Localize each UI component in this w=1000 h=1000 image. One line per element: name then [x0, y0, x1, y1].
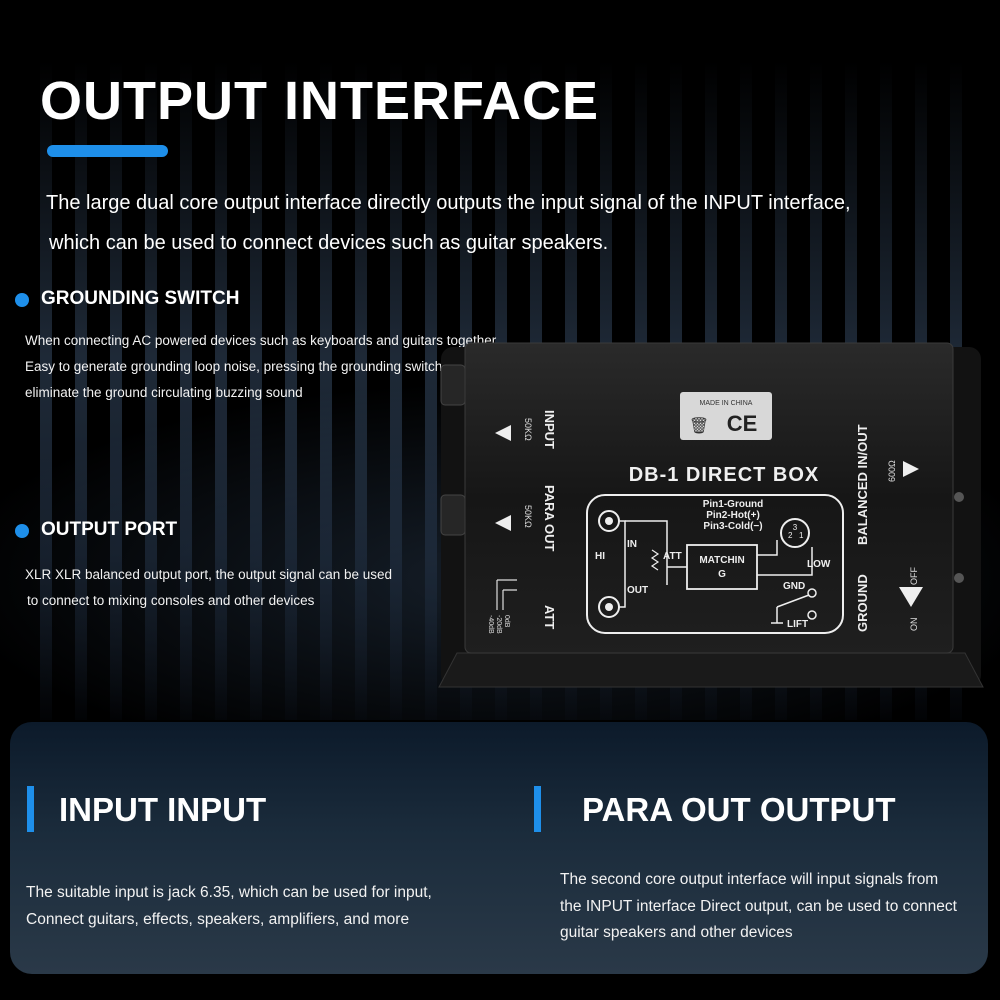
pin-number: 2	[788, 531, 793, 540]
intro-line: which can be used to connect devices suc…	[49, 232, 609, 254]
schematic-wire	[757, 540, 813, 576]
schematic-label: G	[718, 569, 726, 580]
intro-line: The large dual core output interface dir…	[46, 192, 851, 214]
section-line: Connect guitars, effects, speakers, ampl…	[26, 910, 410, 928]
bg-stripe	[390, 60, 402, 720]
section-line: The suitable input is jack 6.35, which c…	[26, 884, 432, 901]
bullet-dot-icon	[15, 524, 29, 538]
pin-number: 1	[799, 531, 804, 540]
schematic-label: GND	[783, 581, 805, 592]
screw	[954, 492, 964, 502]
page-title: OUTPUT INTERFACE	[40, 71, 600, 131]
pin-label: Pin2-Hot(+)	[706, 510, 760, 521]
switch-contact-icon	[807, 588, 817, 598]
balanced-impedance: 600Ω	[887, 460, 897, 482]
model-name: DB-1 DIRECT BOX	[629, 464, 820, 486]
bg-stripe	[285, 60, 297, 720]
balanced-arrow-icon	[903, 461, 919, 477]
screw	[954, 573, 964, 583]
section-line: The second core output interface will in…	[560, 871, 939, 888]
feature-line: Easy to generate grounding loop noise, p…	[25, 359, 468, 374]
input-label: INPUT	[542, 410, 557, 449]
ground-on-label: ON	[909, 618, 919, 632]
bg-stripe	[75, 60, 87, 720]
pin-label: Pin1-Ground	[703, 499, 764, 510]
bg-stripe	[355, 60, 367, 720]
direct-box-device: MADE IN CHINA CE 🗑 DB-1 DIRECT BOX INPUT…	[437, 335, 985, 695]
pin-number: 3	[793, 523, 798, 532]
feature-line: to connect to mixing consoles and other …	[27, 593, 315, 608]
bg-stripe	[145, 60, 157, 720]
schematic-label: ATT	[663, 551, 682, 562]
schematic-label: LOW	[807, 559, 831, 570]
feature-line: XLR XLR balanced output port, the output…	[25, 567, 393, 582]
accent-bar	[27, 786, 34, 832]
schematic-wire	[619, 520, 626, 608]
resistor-icon	[650, 549, 660, 571]
side-jack	[440, 494, 466, 536]
para-out-section-title: PARA OUT OUTPUT	[582, 791, 896, 828]
accent-bar	[534, 786, 541, 832]
xlr-connector-icon	[780, 518, 810, 548]
bg-stripe	[320, 60, 332, 720]
intro-text: The large dual core output interface dir…	[46, 183, 946, 263]
ce-label	[680, 392, 772, 440]
para-out-impedance: 50KΩ	[523, 505, 533, 528]
balanced-label: BALANCED IN/OUT	[855, 424, 870, 545]
schematic-label: IN	[627, 539, 637, 550]
bg-stripe	[250, 60, 262, 720]
att-switch-icon	[496, 579, 517, 610]
matching-block	[686, 544, 758, 590]
bg-stripe	[40, 60, 52, 720]
att-level: 0dB	[503, 615, 510, 628]
para-out-section-text: The second core output interface will in…	[560, 867, 957, 947]
feature-title: GROUNDING SWITCH	[41, 288, 240, 309]
ground-off-label: OFF	[909, 567, 919, 585]
schematic-label: HI	[595, 551, 605, 562]
info-panel	[10, 722, 988, 974]
bg-stripe	[110, 60, 122, 720]
att-level: -40dB	[487, 615, 494, 634]
input-section-text: The suitable input is jack 6.35, which c…	[26, 880, 432, 933]
switch-lever-icon	[776, 594, 810, 608]
para-out-arrow-icon	[495, 515, 511, 531]
ce-mark: CE	[727, 411, 758, 436]
schematic-wire	[625, 520, 668, 585]
feature-title: OUTPUT PORT	[41, 519, 178, 540]
feature-line: eliminate the ground circulating buzzing…	[25, 385, 303, 400]
title-underline	[47, 145, 168, 157]
feature-line: When connecting AC powered devices such …	[25, 333, 497, 348]
output-jack-icon	[605, 603, 613, 611]
bg-stripe	[215, 60, 227, 720]
ground-symbol-icon	[771, 607, 783, 624]
side-jack	[440, 364, 466, 406]
switch-contact-icon	[807, 610, 817, 620]
para-out-label: PARA OUT	[542, 485, 557, 552]
schematic-label: MATCHIN	[699, 555, 744, 566]
device-faceplate	[464, 342, 954, 654]
input-jack-icon	[605, 517, 613, 525]
bg-stripe	[180, 60, 192, 720]
ground-label: GROUND	[855, 574, 870, 632]
schematic-label: OUT	[627, 585, 648, 596]
ground-arrow-icon	[899, 587, 923, 607]
recycle-bin-icon: 🗑	[689, 417, 709, 435]
pin-label: Pin3-Cold(−)	[703, 521, 762, 532]
att-level: -20dB	[495, 615, 502, 634]
made-in-text: MADE IN CHINA	[700, 400, 753, 407]
input-arrow-icon	[495, 425, 511, 441]
schematic-label: LIFT	[787, 619, 808, 630]
schematic-outline	[586, 494, 844, 634]
device-base	[438, 652, 984, 688]
section-line: the INPUT interface Direct output, can b…	[560, 897, 957, 915]
bg-stripe	[425, 60, 437, 720]
att-label: ATT	[542, 605, 557, 629]
input-section-title: INPUT INPUT	[59, 791, 267, 828]
bullet-dot-icon	[15, 293, 29, 307]
input-impedance: 50KΩ	[523, 418, 533, 441]
section-line: guitar speakers and other devices	[560, 924, 793, 941]
